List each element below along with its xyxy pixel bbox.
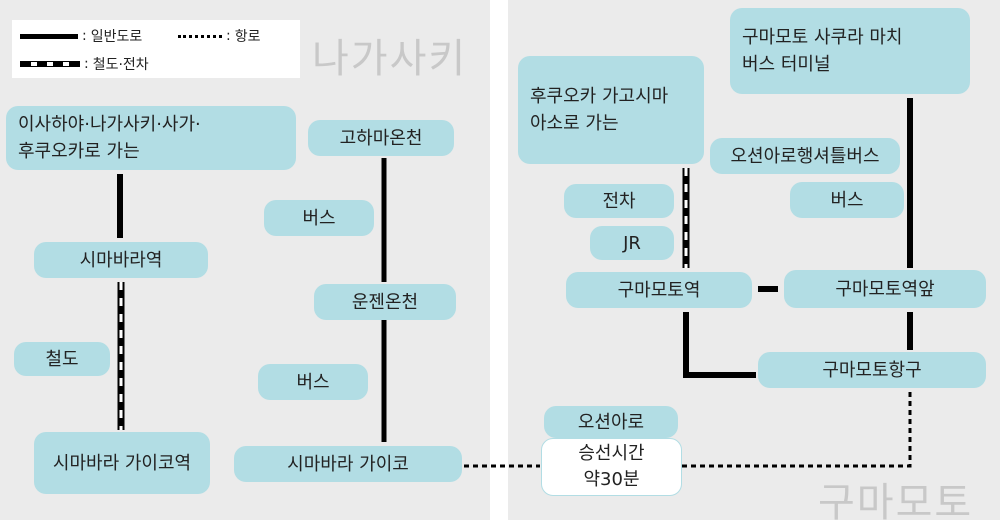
ferry-name-box: 오션아로 bbox=[544, 406, 678, 438]
shuttle-bus-box: 오션아로행셔틀버스 bbox=[710, 138, 900, 174]
bus-label-box-1: 버스 bbox=[264, 200, 374, 236]
legend-road: :일반도로 bbox=[20, 26, 142, 46]
road-station-port bbox=[683, 312, 756, 378]
obama-onsen-box: 고하마온천 bbox=[308, 120, 454, 156]
sakura-terminal-box: 구마모토 사쿠라 마치 버스 터미널 bbox=[730, 8, 970, 94]
bus-label-box-3: 버스 bbox=[790, 182, 904, 218]
sea-route-swatch bbox=[178, 34, 222, 38]
legend-sea-route: :항로 bbox=[178, 26, 260, 46]
region-label-nagasaki: 나가사키 bbox=[312, 36, 468, 82]
shimabara-gaiko-box: 시마바라 가이코 bbox=[234, 446, 462, 482]
to-isahaya-box: 이사하야·나가사키·사가· 후쿠오카로 가는 bbox=[6, 106, 296, 170]
unzen-onsen-box: 운젠온천 bbox=[314, 284, 456, 320]
tram-label-box: 전차 bbox=[564, 184, 674, 218]
kumamoto-port-box: 구마모토항구 bbox=[758, 352, 986, 388]
legend-sea-route-label: 항로 bbox=[234, 29, 261, 45]
legend-rail-label: 철도·전차 bbox=[92, 57, 149, 73]
road-line-swatch bbox=[20, 33, 78, 39]
ferry-route-east bbox=[682, 390, 912, 468]
shimabara-gaiko-station-box: 시마바라 가이코역 bbox=[34, 432, 210, 494]
legend-rail: :철도·전차 bbox=[20, 54, 149, 74]
region-label-kumamoto: 구마모토 bbox=[818, 480, 974, 526]
bus-label-box-2: 버스 bbox=[258, 364, 368, 400]
kumamoto-station-front-box: 구마모토역앞 bbox=[784, 270, 986, 308]
shimabara-station-box: 시마바라역 bbox=[34, 242, 208, 278]
to-fukuoka-box: 후쿠오카 가고시마 아소로 가는 bbox=[518, 56, 704, 164]
jr-label-box: JR bbox=[590, 226, 674, 260]
ferry-time-box: 승선시간 약30분 bbox=[541, 438, 682, 496]
rail-line-swatch bbox=[20, 61, 80, 67]
legend-road-label: 일반도로 bbox=[90, 29, 143, 45]
legend: :일반도로 :항로 :철도·전차 bbox=[12, 20, 300, 78]
rail-label-box: 철도 bbox=[14, 342, 110, 376]
kumamoto-station-box: 구마모토역 bbox=[566, 272, 752, 308]
